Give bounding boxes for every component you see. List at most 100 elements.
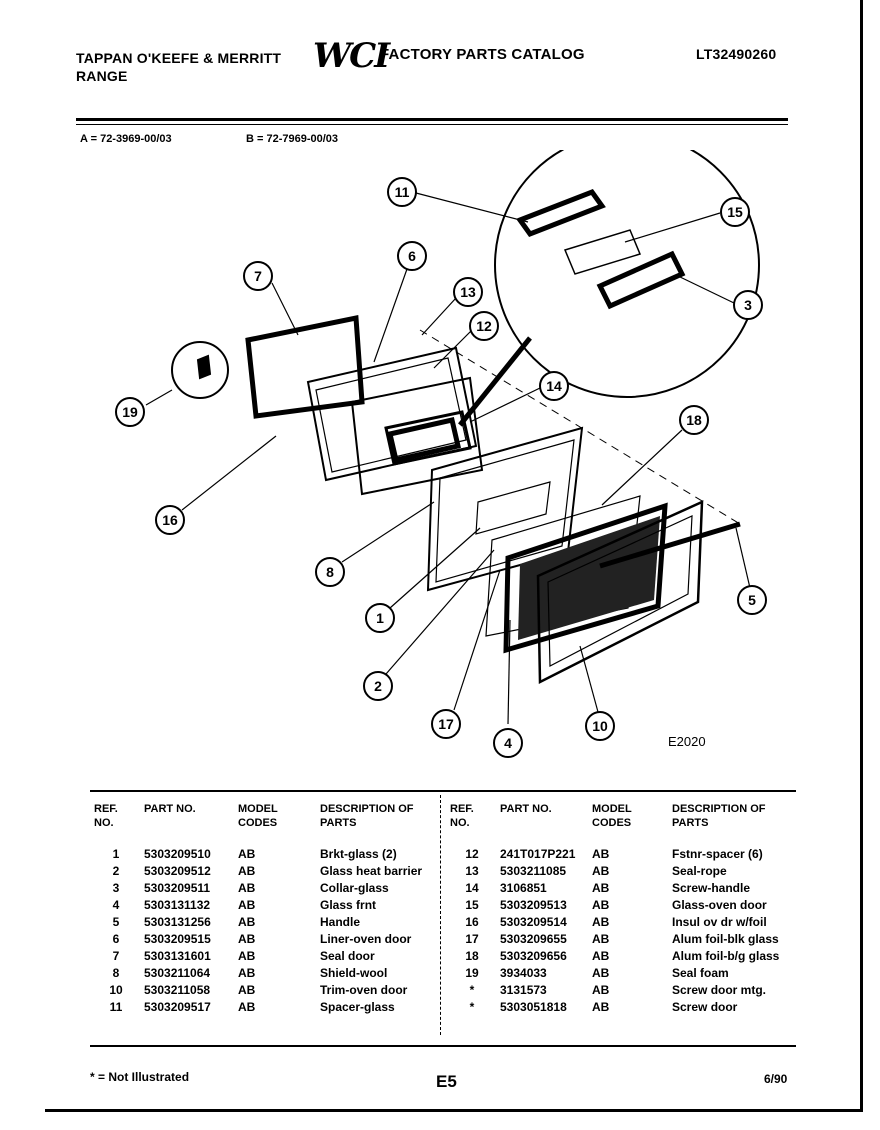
liner-part: [306, 346, 478, 482]
description-cell: Handle: [320, 915, 361, 929]
leader-15: [624, 212, 721, 243]
svg-text:19: 19: [122, 404, 138, 420]
header-ref: REF. NO.: [94, 803, 118, 829]
figure-code: E2020: [668, 734, 706, 749]
part-number-cell: 5303209517: [144, 1000, 211, 1014]
model-code-cell: AB: [238, 932, 256, 946]
ref-cell: 13: [465, 864, 479, 878]
leader-14: [421, 297, 457, 336]
model-code-cell: AB: [238, 966, 256, 980]
brand-line2: RANGE: [76, 68, 128, 84]
part-number-cell: 5303209656: [500, 949, 567, 963]
header-part: PART NO.: [144, 803, 196, 815]
model-code-cell: AB: [238, 847, 256, 861]
model-code-cell: AB: [592, 1000, 610, 1014]
header-rule-thin: [76, 124, 788, 125]
exploded-diagram: 11 15 3 7 6 13 12 14 18 19 16 8 1 2 17 4…: [115, 150, 767, 758]
leader-19: [145, 389, 173, 406]
detail-leader: [458, 336, 532, 427]
description-cell: Screw door mtg.: [672, 983, 767, 997]
model-code-cell: AB: [592, 949, 610, 963]
svg-text:15: 15: [727, 204, 743, 220]
ref-cell: 8: [112, 966, 120, 980]
callout-3: 3: [733, 290, 763, 320]
description-cell: Glass heat barrier: [320, 864, 423, 878]
leader-1: [389, 527, 481, 609]
glass-part: [563, 229, 642, 275]
ref-cell: *: [469, 983, 475, 997]
description-cell: Brkt-glass (2): [320, 847, 397, 861]
trim-part: [536, 500, 704, 685]
svg-text:6: 6: [408, 248, 416, 264]
header-desc: DESCRIPTION OF PARTS: [320, 803, 414, 829]
part-number-cell: 5303209655: [500, 932, 567, 946]
svg-text:18: 18: [686, 412, 702, 428]
svg-text:13: 13: [460, 284, 476, 300]
alignment-dashes: [419, 329, 741, 525]
spacer-glass-part: [516, 188, 606, 238]
description-cell: Screw-handle: [672, 881, 751, 895]
part-number-cell: 5303211085: [500, 864, 567, 878]
part-number-cell: 3934033: [500, 966, 547, 980]
description-cell: Alum foil-blk glass: [672, 932, 779, 946]
part-number-cell: 5303051818: [500, 1000, 567, 1014]
leader-18: [601, 429, 683, 506]
shield-window: [475, 481, 551, 535]
description-cell: Glass frnt: [320, 898, 377, 912]
part-number-cell: 5303209512: [144, 864, 211, 878]
ref-cell: 6: [112, 932, 120, 946]
wci-logo: WCI: [313, 36, 390, 76]
description-cell: Screw door: [672, 1000, 738, 1014]
leader-13: [433, 329, 473, 369]
parts-table-right: REF. NO. PART NO. MODEL CODES DESCRIPTIO…: [450, 802, 798, 1016]
table-top-rule: [90, 790, 796, 792]
description-cell: Glass-oven door: [672, 898, 767, 912]
description-cell: Shield-wool: [320, 966, 388, 980]
model-code-cell: AB: [592, 898, 610, 912]
table-header-row: REF. NO. PART NO. MODEL CODES DESCRIPTIO…: [450, 802, 798, 846]
table-header-row: REF. NO. PART NO. MODEL CODES DESCRIPTIO…: [94, 802, 446, 846]
callout-8: 8: [315, 557, 345, 587]
trim-inner: [547, 515, 693, 667]
glass-front-part: [503, 502, 668, 654]
description-cell: Seal door: [320, 949, 375, 963]
ref-cell: 7: [112, 949, 120, 963]
part-number-cell: 5303131601: [144, 949, 211, 963]
part-number-cell: 5303131256: [144, 915, 211, 929]
ref-cell: 19: [465, 966, 479, 980]
leader-6: [373, 268, 408, 363]
seal-foam-circle: [171, 341, 229, 399]
leader-4: [507, 619, 511, 725]
callout-7: 7: [243, 261, 273, 291]
part-number-cell: 5303209511: [144, 881, 211, 895]
part-number-cell: 5303209515: [144, 932, 211, 946]
callout-6: 6: [397, 241, 427, 271]
seal-foam-part: [196, 354, 212, 380]
leader-16: [469, 387, 541, 423]
part-number-cell: 241T017P221: [500, 847, 576, 861]
page-frame: [45, 0, 863, 1112]
model-code-cell: AB: [238, 898, 256, 912]
callout-11: 11: [387, 177, 417, 207]
ref-cell: 10: [109, 983, 123, 997]
description-cell: Spacer-glass: [320, 1000, 395, 1014]
model-code-cell: AB: [238, 983, 256, 997]
model-code-cell: AB: [592, 847, 610, 861]
svg-text:11: 11: [395, 184, 410, 200]
header-rule: [76, 118, 788, 121]
code-b: B = 72-7969-00/03: [246, 133, 339, 145]
liner-inner: [315, 357, 467, 473]
insulation-part: [350, 376, 484, 496]
callout-1: 1: [365, 603, 395, 633]
callout-18: 18: [679, 405, 709, 435]
ref-cell: 5: [112, 915, 120, 929]
svg-text:2: 2: [374, 678, 382, 694]
